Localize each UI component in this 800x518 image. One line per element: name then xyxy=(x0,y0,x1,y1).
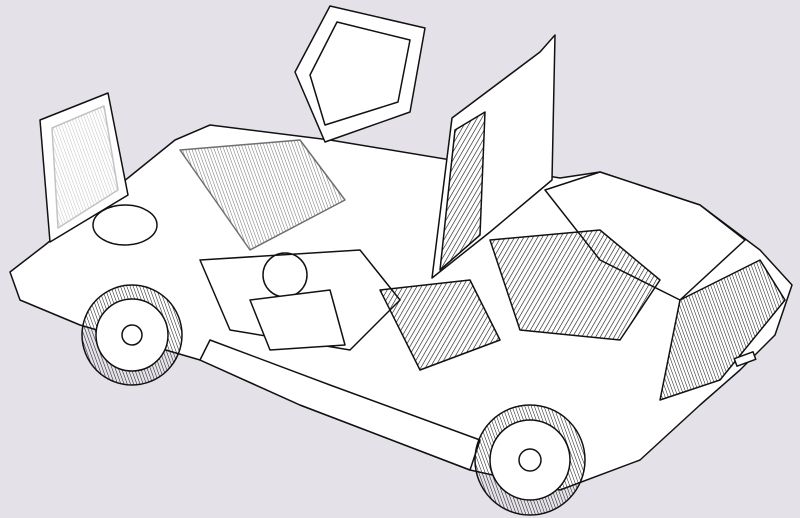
spare-wheel xyxy=(92,204,158,246)
front-wheel xyxy=(81,284,183,386)
windshield xyxy=(179,139,346,251)
engine-block xyxy=(489,229,661,341)
seat xyxy=(249,289,346,351)
gearbox xyxy=(379,279,501,371)
rear-grille xyxy=(659,259,786,401)
rear-wheel xyxy=(474,404,586,516)
exhaust xyxy=(733,351,757,367)
